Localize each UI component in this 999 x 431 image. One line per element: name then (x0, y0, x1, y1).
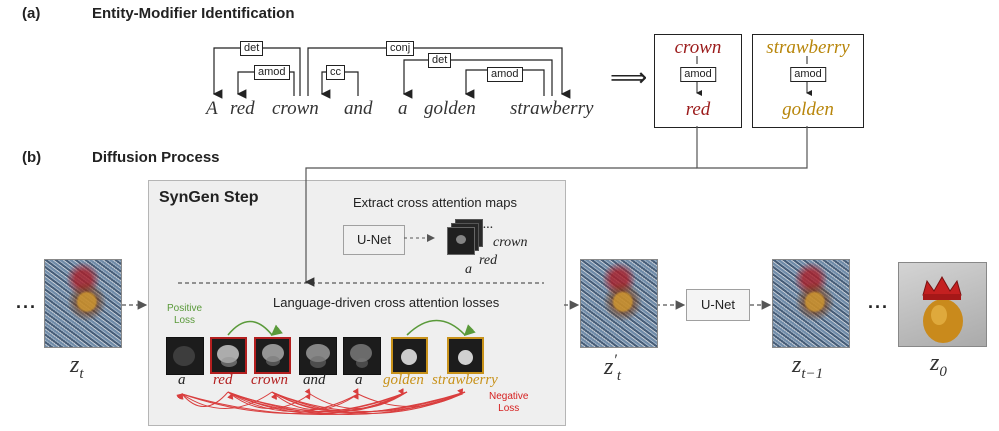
extract-attention-label: Extract cross attention maps (353, 195, 518, 210)
section-a-letter: (a) (22, 5, 41, 22)
pair-relation-2: amod (790, 67, 826, 82)
label-z-t: zt (70, 352, 84, 382)
token-label-golden: golden (383, 372, 424, 388)
implies-arrow: ⟹ (610, 62, 648, 92)
pipeline-ellipsis-right: ... (868, 292, 890, 312)
token-label-a: a (178, 372, 186, 388)
arc-label-det-2: det (428, 53, 452, 68)
arc-label-cc: cc (326, 65, 345, 80)
losses-label: Language-driven cross attention losses (273, 295, 500, 310)
golden-strawberry-crown-picture (922, 275, 963, 343)
latent-image-zt (44, 259, 122, 348)
label-z-t-prime: z′t (604, 352, 622, 384)
stack-label-red: red (479, 253, 498, 268)
pair-box-strawberry: strawberry amod golden (752, 34, 864, 128)
section-a-title: Entity-Modifier Identification (92, 5, 295, 22)
pipeline-ellipsis-left: ... (16, 292, 38, 312)
attention-map-a-2 (343, 337, 381, 375)
stack-label-a: a (465, 262, 472, 277)
token-label-crown: crown (251, 372, 288, 388)
attention-map-crown (254, 337, 291, 374)
token-label-and: and (303, 372, 326, 388)
attention-stack-front (447, 227, 475, 255)
sentence-word-golden: golden (424, 98, 476, 119)
attention-map-red (210, 337, 247, 374)
attention-map-and (299, 337, 337, 375)
pair-modifier-red: red (685, 99, 711, 120)
latent-image-zt-minus-1 (772, 259, 850, 348)
attention-map-strawberry (447, 337, 484, 374)
sentence-word-a-2: a (398, 98, 408, 119)
sentence-word-crown: crown (272, 98, 319, 119)
output-image-z0 (898, 262, 987, 347)
attention-map-a (166, 337, 204, 375)
syngen-step-panel: SynGen Step Extract cross attention maps… (148, 180, 566, 426)
pair-relation-1: amod (680, 67, 716, 82)
stack-ellipsis: ... (483, 217, 494, 232)
latent-image-zt-prime (580, 259, 658, 348)
arc-label-amod-2: amod (487, 67, 523, 82)
pipeline-unet-block: U-Net (686, 289, 750, 321)
sentence-word-strawberry: strawberry (510, 98, 594, 119)
pair-box-crown: crown amod red (654, 34, 742, 128)
stack-label-crown: crown (493, 235, 528, 250)
token-label-red: red (213, 372, 233, 388)
pair-modifier-golden: golden (782, 99, 834, 120)
arc-label-conj: conj (386, 41, 415, 56)
syngen-unet-block: U-Net (343, 225, 405, 255)
section-b-letter: (b) (22, 149, 42, 166)
label-z-t-minus-1: zt−1 (792, 352, 824, 382)
token-label-a-2: a (355, 372, 363, 388)
arc-label-det-1: det (240, 41, 264, 56)
sentence-word-a: A (206, 98, 218, 119)
pair-entity-strawberry: strawberry (766, 37, 850, 58)
pair-entity-crown: crown (674, 37, 722, 58)
arc-label-amod-1: amod (254, 65, 290, 80)
label-z-0: z0 (930, 350, 947, 380)
syngen-step-title: SynGen Step (159, 189, 259, 206)
attention-map-golden (391, 337, 428, 374)
token-label-strawberry: strawberry (432, 372, 498, 388)
sentence-word-and: and (344, 98, 373, 119)
sentence-word-red: red (230, 98, 255, 119)
section-b-title: Diffusion Process (92, 149, 220, 166)
pair-inner-arrows (696, 56, 812, 96)
